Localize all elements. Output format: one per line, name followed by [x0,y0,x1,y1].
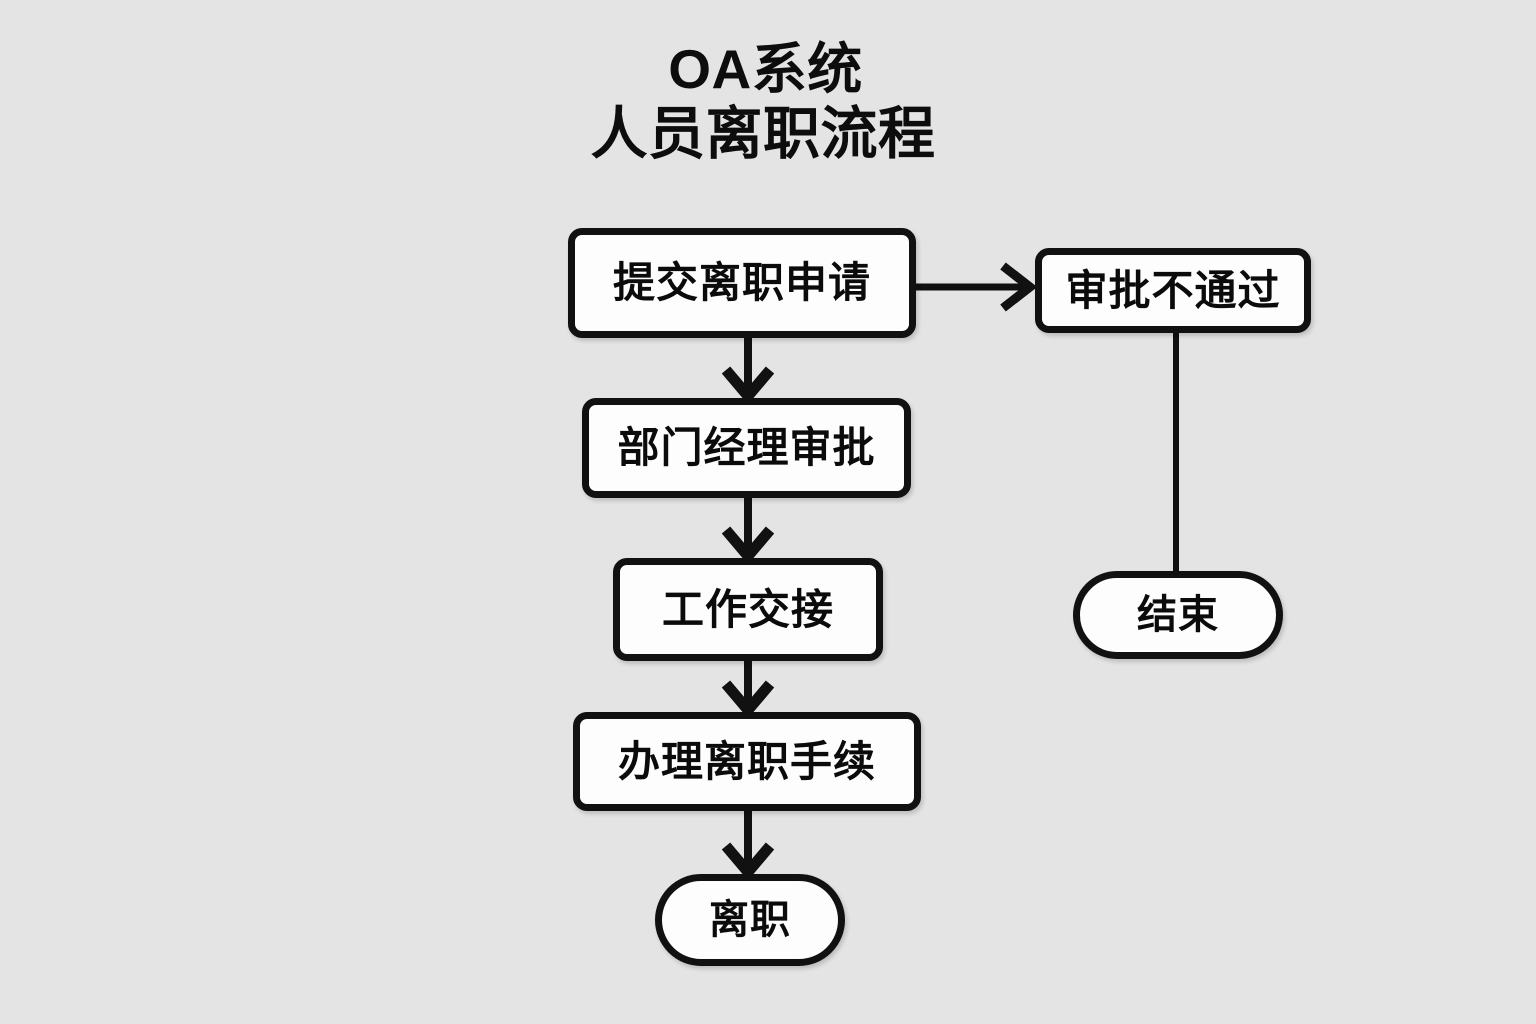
node-end-terminal[interactable]: 结束 [1073,571,1283,659]
node-submit-resignation-application[interactable]: 提交离职申请 [568,228,916,338]
node-process-resignation-formalities[interactable]: 办理离职手续 [573,712,921,811]
node-label: 提交离职申请 [612,259,871,306]
node-label: 审批不通过 [1065,266,1281,314]
node-label: 部门经理审批 [617,424,876,471]
edge-submit-to-reject [913,262,1038,312]
node-label: 工作交接 [661,585,834,633]
edge-handover-to-formalities [721,661,775,719]
node-approval-rejected[interactable]: 审批不通过 [1035,248,1311,333]
edge-submit-to-manager [721,338,775,405]
edge-manager-to-handover [721,498,775,565]
node-label: 离职 [709,898,791,942]
edge-formalities-to-resign [721,811,775,881]
node-work-handover[interactable]: 工作交接 [613,558,883,661]
node-label: 办理离职手续 [617,737,876,785]
node-label: 结束 [1137,593,1219,637]
node-department-manager-approval[interactable]: 部门经理审批 [582,398,911,498]
node-resigned-terminal[interactable]: 离职 [655,874,845,966]
